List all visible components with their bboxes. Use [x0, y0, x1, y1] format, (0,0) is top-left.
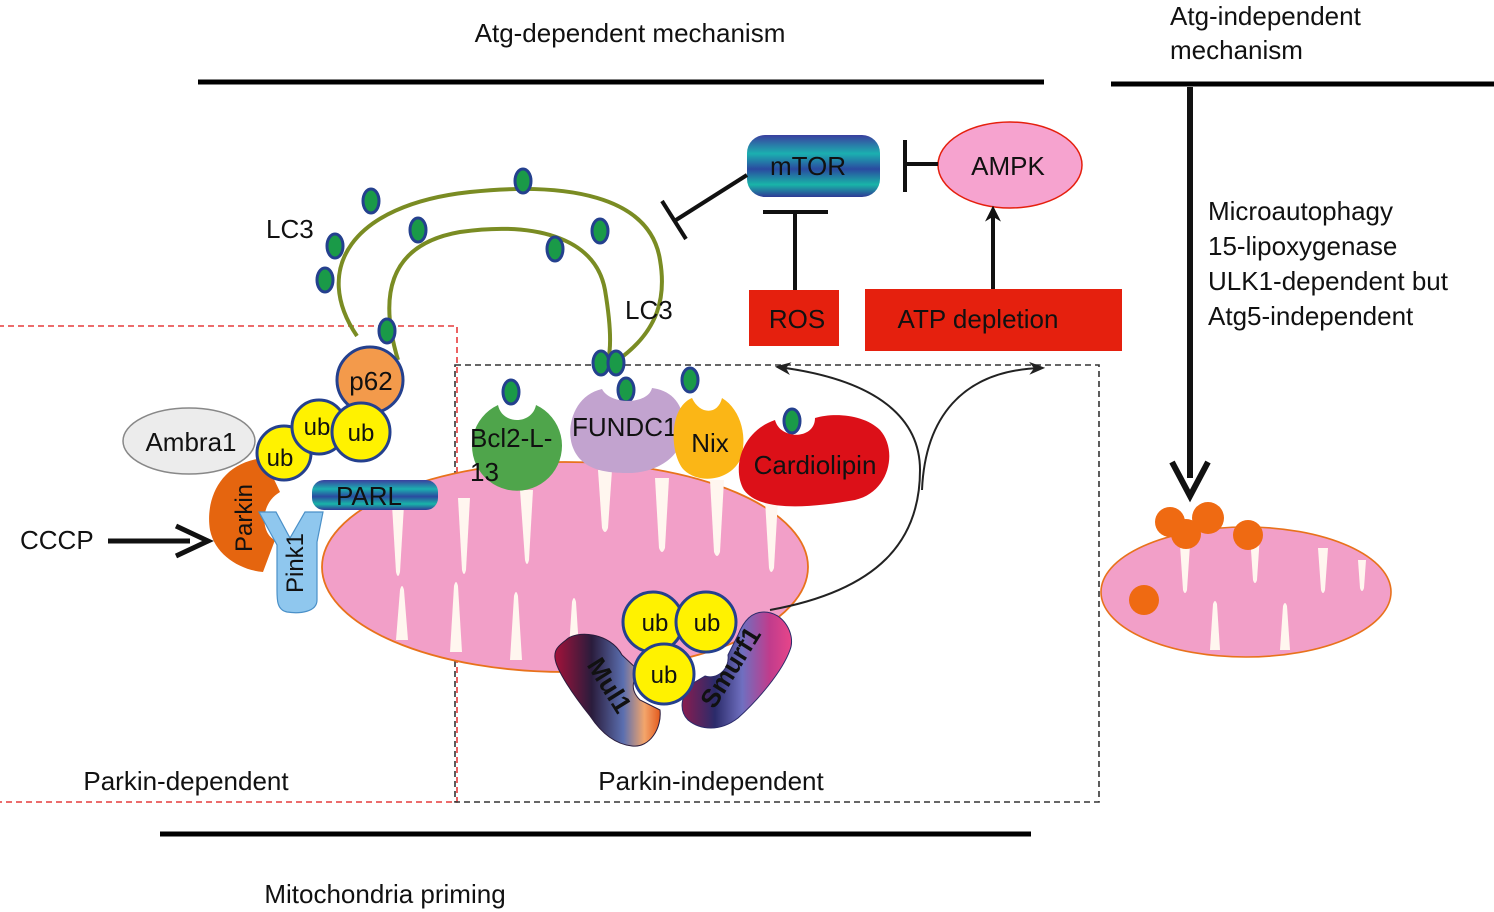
- nix-receptor: Nix: [673, 398, 744, 479]
- parkin-node: Parkin: [209, 458, 280, 572]
- ubiquitin-chain-ligases: ub ub ub: [621, 590, 738, 706]
- svg-text:FUNDC1: FUNDC1: [572, 412, 677, 442]
- phagophore-membrane: [336, 186, 664, 362]
- svg-text:15-lipoxygenase: 15-lipoxygenase: [1208, 231, 1397, 261]
- mtor-inhibits-autophagy: [660, 173, 749, 241]
- ubiquitin-chain-parkin: ub ub ub: [255, 398, 392, 482]
- svg-text:ub: ub: [348, 420, 375, 447]
- svg-text:Pink1: Pink1: [282, 533, 309, 593]
- atg-independent-list: Microautophagy 15-lipoxygenase ULK1-depe…: [1208, 196, 1449, 331]
- svg-text:p62: p62: [349, 366, 392, 396]
- svg-text:13: 13: [470, 457, 499, 487]
- svg-text:mTOR: mTOR: [770, 151, 846, 181]
- svg-text:Cardiolipin: Cardiolipin: [754, 450, 877, 480]
- parkin-dependent-label: Parkin-dependent: [83, 766, 289, 796]
- lc3-label-left: LC3: [266, 214, 314, 244]
- small-mitochondrion: [1100, 526, 1392, 658]
- svg-text:ub: ub: [304, 414, 331, 441]
- atg-independent-title-2: mechanism: [1170, 35, 1303, 65]
- lc3-label-right: LC3: [625, 295, 673, 325]
- parl-node: PARL: [312, 480, 438, 511]
- lc3-dots: [315, 167, 802, 435]
- ambra1-node: Ambra1: [122, 407, 256, 475]
- mito-priming-title: Mitochondria priming: [264, 879, 505, 909]
- mtor-node: mTOR: [747, 135, 880, 197]
- svg-text:ub: ub: [642, 610, 669, 637]
- atg-independent-arrowhead: [1169, 460, 1211, 503]
- svg-text:ROS: ROS: [769, 304, 825, 334]
- svg-text:Bcl2-L-: Bcl2-L-: [470, 423, 552, 453]
- parkin-dependent-region: [0, 325, 458, 803]
- svg-text:ATP depletion: ATP depletion: [898, 304, 1059, 334]
- svg-text:CCCP: CCCP: [20, 525, 94, 555]
- p62-node: p62: [335, 345, 405, 415]
- svg-text:PARL: PARL: [336, 481, 402, 511]
- fundc1-receptor: FUNDC1: [570, 388, 685, 473]
- svg-text:ub: ub: [651, 662, 678, 689]
- cccp-stimulus: CCCP: [20, 523, 214, 559]
- svg-text:Atg5-independent: Atg5-independent: [1208, 301, 1414, 331]
- ampk-node: AMPK: [937, 121, 1083, 209]
- bcl2l13-receptor: Bcl2-L- 13: [470, 405, 563, 491]
- svg-text:Nix: Nix: [691, 428, 729, 458]
- svg-text:ub: ub: [267, 445, 294, 472]
- svg-text:Ambra1: Ambra1: [145, 427, 236, 457]
- pink1-node: Pink1: [257, 511, 324, 614]
- svg-text:ub: ub: [694, 610, 721, 637]
- small-mito-orange-dots: [1129, 502, 1263, 615]
- svg-text:Parkin: Parkin: [231, 484, 258, 552]
- svg-text:Microautophagy: Microautophagy: [1208, 196, 1393, 226]
- svg-text:AMPK: AMPK: [971, 151, 1045, 181]
- smurf1-feedback-arrows: [769, 361, 1046, 611]
- atg-independent-title-1: Atg-independent: [1170, 1, 1362, 31]
- ampk-inhibits-mtor: [903, 140, 938, 192]
- svg-text:ULK1-dependent but: ULK1-dependent but: [1208, 266, 1449, 296]
- ros-inhibits-mtor: [763, 210, 828, 290]
- atg-dependent-title: Atg-dependent mechanism: [475, 18, 786, 48]
- atp-depletion-box: ATP depletion: [865, 289, 1122, 351]
- ros-box: ROS: [749, 290, 839, 346]
- mul1-ligase: Mul1: [554, 633, 661, 747]
- cardiolipin-node: Cardiolipin: [738, 415, 890, 507]
- parkin-independent-label: Parkin-independent: [598, 766, 824, 796]
